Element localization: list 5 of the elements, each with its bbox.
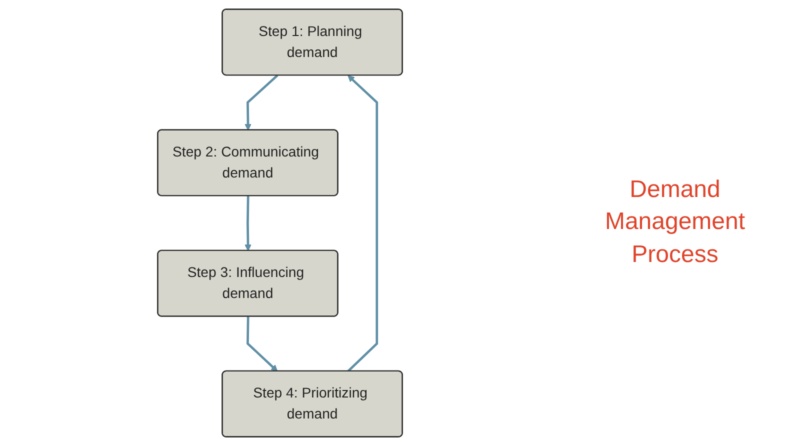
arrow <box>347 74 378 372</box>
arrow <box>244 74 278 130</box>
arrow <box>246 316 278 372</box>
arrow <box>244 195 252 251</box>
center-label: Demand Management Process <box>604 174 746 270</box>
